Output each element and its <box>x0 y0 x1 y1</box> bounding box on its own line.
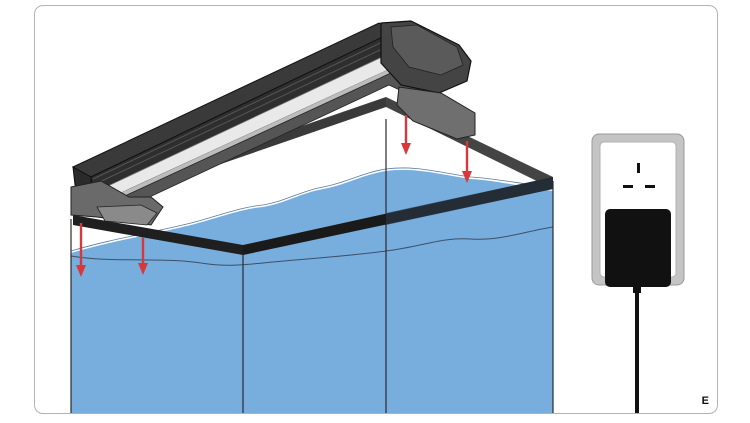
plug-body <box>605 209 671 287</box>
down-arrow-icon <box>462 141 472 183</box>
down-arrow-icon <box>76 223 86 277</box>
light-ridge-2 <box>92 42 396 186</box>
down-arrow-icon <box>401 115 411 155</box>
socket-pin-top <box>637 163 640 173</box>
down-arrow-icon <box>138 237 148 275</box>
led-light-unit-icon <box>70 20 476 226</box>
aquarium-water <box>70 111 554 413</box>
light-right-bracket <box>396 86 476 140</box>
light-left-bracket <box>96 204 158 226</box>
panel-label: E <box>701 395 709 407</box>
socket-pin-right <box>645 185 655 188</box>
rim-water-overlap <box>386 177 553 225</box>
glass-back-panel <box>71 111 553 253</box>
diagram-frame: E <box>34 5 718 414</box>
light-control-top <box>390 24 464 76</box>
aquarium-light-installation-diagram <box>70 20 685 413</box>
rim-front-left-edge <box>73 215 243 255</box>
plug-neck <box>633 285 641 293</box>
power-plug-icon <box>605 209 671 413</box>
socket-pin-left <box>623 185 633 188</box>
placement-arrows <box>76 115 472 277</box>
light-ridge-1 <box>92 36 394 180</box>
water-front-waterline <box>70 226 554 266</box>
water-back-surface <box>71 167 553 413</box>
water-back-waterline <box>70 167 554 252</box>
